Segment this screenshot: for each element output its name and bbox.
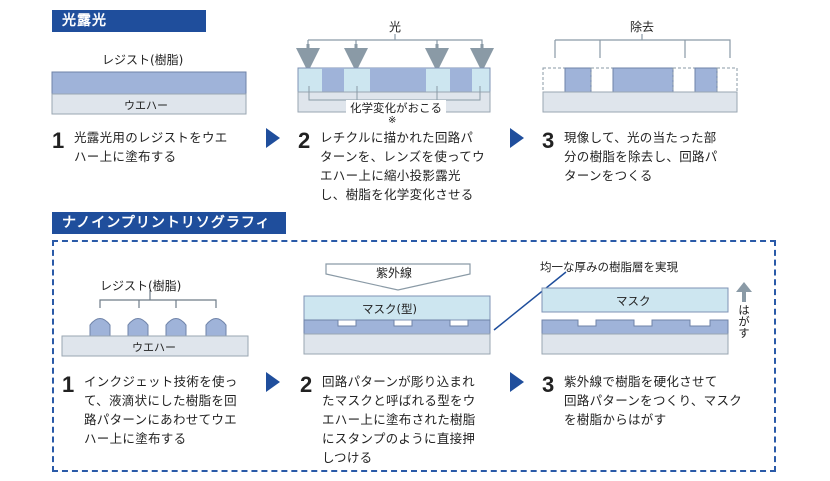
photo-step2-resist-block <box>370 68 426 92</box>
photo-step1-number: 1 <box>52 128 65 153</box>
nano-step2-number: 2 <box>300 372 313 397</box>
photo-step3-resist-block <box>564 67 592 93</box>
nano-step3-mask <box>541 287 729 313</box>
photo-step3-wafer <box>542 91 738 113</box>
nano-step1-diagram <box>61 290 249 357</box>
photo-step3-resist-block <box>694 67 718 93</box>
nano-step2-wafer <box>303 333 491 355</box>
resist-bracket <box>99 290 217 308</box>
peel-arrow <box>736 282 752 302</box>
flow-arrow <box>266 128 280 148</box>
nano-step3-resin <box>541 319 729 335</box>
flow-arrow <box>510 128 524 148</box>
photo-step1-diagram <box>51 71 247 115</box>
photo-step2-resist-block <box>322 68 344 92</box>
uv-arrow <box>325 263 471 291</box>
nano-step2-text: 回路パターンが彫り込まれ たマスクと呼ばれる型をウ エハー上に塗布された樹脂 に… <box>322 374 476 465</box>
note-mark: ※ <box>388 115 397 126</box>
flow-arrow <box>510 372 524 392</box>
nano-wafer-label: ウエハー <box>132 341 176 354</box>
photo-section-title: 光露光 <box>52 10 206 32</box>
nano-step1-wafer <box>61 335 249 357</box>
mask-type-label: マスク(型) <box>362 302 417 316</box>
nano-step3-number: 3 <box>542 372 555 397</box>
photo-step3-text: 現像して、光の当たった部 分の樹脂を除去し、回路パ ターンをつくる <box>564 130 718 183</box>
resin-droplet <box>89 318 111 337</box>
mask-label: マスク <box>616 294 651 308</box>
remove-bracket <box>554 34 731 58</box>
photo-step1-resist <box>51 71 247 95</box>
photo-step3-diagram <box>542 34 738 113</box>
chem-change-label: 化学変化がおこる <box>346 100 446 116</box>
photo-wafer-label: ウエハー <box>124 99 168 112</box>
nano-section-title: ナノインプリントリソグラフィ <box>52 212 286 234</box>
photo-step1-text: 光露光用のレジストをウエ ハー上に塗布する <box>74 130 228 164</box>
flow-arrow <box>266 372 280 392</box>
photo-resist-label: レジスト(樹脂) <box>102 53 184 67</box>
photo-step2-text: レチクルに描かれた回路パ ターンを、レンズを使ってウ エハー上に縮小投影露光 し… <box>320 130 485 202</box>
uv-label: 紫外線 <box>376 266 413 280</box>
resin-droplet <box>165 318 187 337</box>
nano-step3-wafer <box>541 333 729 355</box>
photo-step3-resist-block <box>612 67 674 93</box>
photo-step2-resist-block <box>450 68 472 92</box>
light-bracket <box>307 34 483 46</box>
nano-step1-text: インクジェット技術を使っ て、液滴状にした樹脂を回 路パターンにあわせてウエ ハ… <box>84 374 238 446</box>
nano-step2-mask <box>303 295 491 321</box>
nano-section-frame <box>52 240 776 472</box>
nano-resist-label: レジスト(樹脂) <box>100 279 182 293</box>
nano-step3-diagram <box>493 271 752 355</box>
uniform-layer-callout: 均一な厚みの樹脂層を実現 <box>540 260 678 274</box>
nano-step1-number: 1 <box>62 372 75 397</box>
peel-label: はがす <box>737 304 751 339</box>
light-label: 光 <box>389 20 402 34</box>
photo-step3-number: 3 <box>542 128 555 153</box>
callout-line <box>493 271 567 331</box>
nano-step2-diagram <box>303 263 491 355</box>
nano-step3-text: 紫外線で樹脂を硬化させて 回路パターンをつくり、マスク を樹脂からはがす <box>564 374 743 427</box>
remove-label: 除去 <box>630 20 655 34</box>
photo-step1-wafer <box>51 93 247 115</box>
resin-droplet <box>127 318 149 337</box>
nano-step2-resin <box>303 319 491 335</box>
resin-droplet <box>205 318 227 337</box>
photo-step2-number: 2 <box>298 128 311 153</box>
